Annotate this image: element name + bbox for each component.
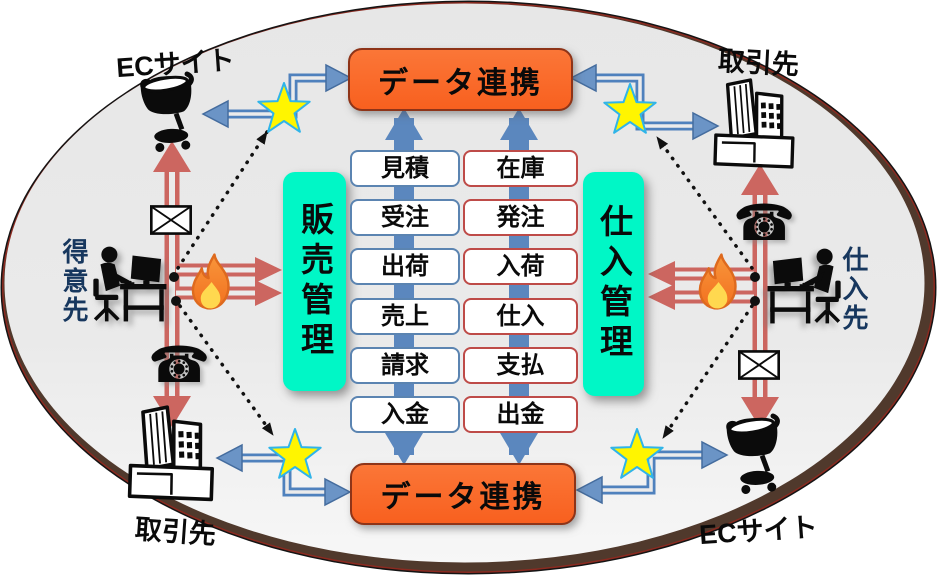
process-box-quote: 見積 — [350, 150, 460, 187]
process-box-order-received: 受注 — [350, 199, 460, 236]
label-partner-top-right: 取引先 — [717, 45, 800, 81]
person-at-computer-icon — [764, 242, 846, 330]
flame-icon — [190, 252, 235, 312]
data-linkage-hub-bottom: データ連携 — [350, 463, 576, 525]
process-box-payment: 支払 — [463, 347, 578, 384]
envelope-icon — [738, 350, 780, 380]
junction-dots — [169, 272, 760, 306]
envelope-icon — [150, 205, 192, 235]
flame-icon — [697, 252, 742, 312]
process-box-sales: 売上 — [350, 298, 460, 335]
process-box-purchase: 仕入 — [463, 298, 578, 335]
blue-connector-bottom-left — [215, 443, 352, 507]
process-box-receiving: 入荷 — [463, 248, 578, 285]
shopping-cart-icon — [134, 68, 204, 155]
star-icons — [257, 82, 664, 479]
office-building-icon — [702, 78, 806, 174]
star-icon — [603, 83, 657, 134]
process-box-order-placed: 発注 — [463, 199, 578, 236]
purchasing-management-box: 仕入管理 — [583, 172, 644, 396]
process-box-withdrawal: 出金 — [463, 396, 578, 433]
process-box-inventory: 在庫 — [463, 150, 578, 187]
process-box-shipment: 出荷 — [350, 248, 460, 285]
phone-icon: ☎ — [733, 194, 796, 252]
label-customer: 得意先 — [59, 238, 89, 325]
blue-connector-top-left — [201, 63, 353, 129]
star-icon — [257, 82, 311, 133]
process-box-billing: 請求 — [350, 347, 460, 384]
phone-icon: ☎ — [148, 336, 211, 394]
person-at-computer-icon — [88, 240, 170, 328]
label-supplier: 仕入先 — [839, 246, 869, 333]
sales-management-box: 販売管理 — [283, 172, 346, 391]
process-box-deposit: 入金 — [350, 396, 460, 433]
office-building-icon — [118, 398, 224, 514]
star-icon — [268, 428, 322, 479]
label-ec-site-bottom-right: ECサイト — [698, 511, 819, 551]
dotted-arrows — [176, 130, 754, 440]
star-icon — [610, 428, 664, 479]
shopping-cart-icon — [720, 410, 790, 497]
data-linkage-hub-top: データ連携 — [348, 48, 573, 111]
